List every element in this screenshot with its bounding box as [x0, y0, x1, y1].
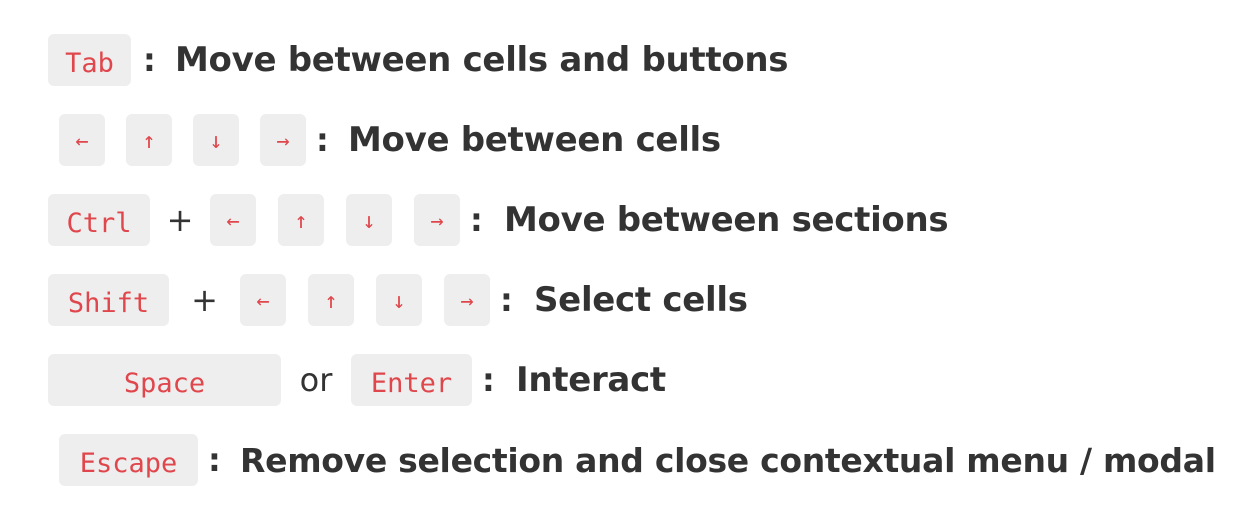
shortcut-row-space-enter: Space or Enter : Interact [0, 354, 666, 406]
colon: : [470, 201, 483, 239]
key-arrow-down: ↓ [346, 194, 392, 246]
key-ctrl: Ctrl [48, 194, 150, 246]
key-escape: Escape [59, 434, 198, 486]
shortcut-description: Interact [516, 360, 666, 400]
key-arrow-down: ↓ [193, 114, 239, 166]
key-arrow-left: ← [210, 194, 256, 246]
plus-separator: + [166, 201, 194, 239]
shortcut-description: Move between cells and buttons [175, 40, 789, 80]
key-arrow-right: → [414, 194, 460, 246]
colon: : [316, 121, 329, 159]
key-arrow-up: ↑ [308, 274, 354, 326]
colon: : [143, 41, 156, 79]
key-arrow-up: ↑ [126, 114, 172, 166]
shortcut-description: Move between sections [504, 200, 949, 240]
shortcut-description: Move between cells [348, 120, 721, 160]
key-arrow-right: → [444, 274, 490, 326]
shortcut-description: Select cells [534, 280, 748, 320]
shortcut-row-tab: Tab : Move between cells and buttons [0, 34, 789, 86]
key-enter: Enter [351, 354, 472, 406]
colon: : [482, 361, 495, 399]
or-separator: or [299, 361, 333, 399]
key-arrow-left: ← [59, 114, 105, 166]
colon: : [208, 441, 221, 479]
shortcut-description: Remove selection and close contextual me… [240, 440, 1216, 480]
key-arrow-left: ← [240, 274, 286, 326]
key-tab: Tab [48, 34, 131, 86]
key-arrow-right: → [260, 114, 306, 166]
shortcut-row-shift: Shift + ← ↑ ↓ → : Select cells [0, 274, 748, 326]
key-arrow-down: ↓ [376, 274, 422, 326]
shortcut-row-arrows: ← ↑ ↓ → : Move between cells [0, 114, 721, 166]
plus-separator: + [191, 281, 218, 319]
key-shift: Shift [48, 274, 169, 326]
colon: : [500, 281, 513, 319]
key-arrow-up: ↑ [278, 194, 324, 246]
shortcut-row-escape: Escape : Remove selection and close cont… [0, 434, 1216, 486]
shortcut-row-ctrl: Ctrl + ← ↑ ↓ → : Move between sections [0, 194, 949, 246]
key-space: Space [48, 354, 281, 406]
